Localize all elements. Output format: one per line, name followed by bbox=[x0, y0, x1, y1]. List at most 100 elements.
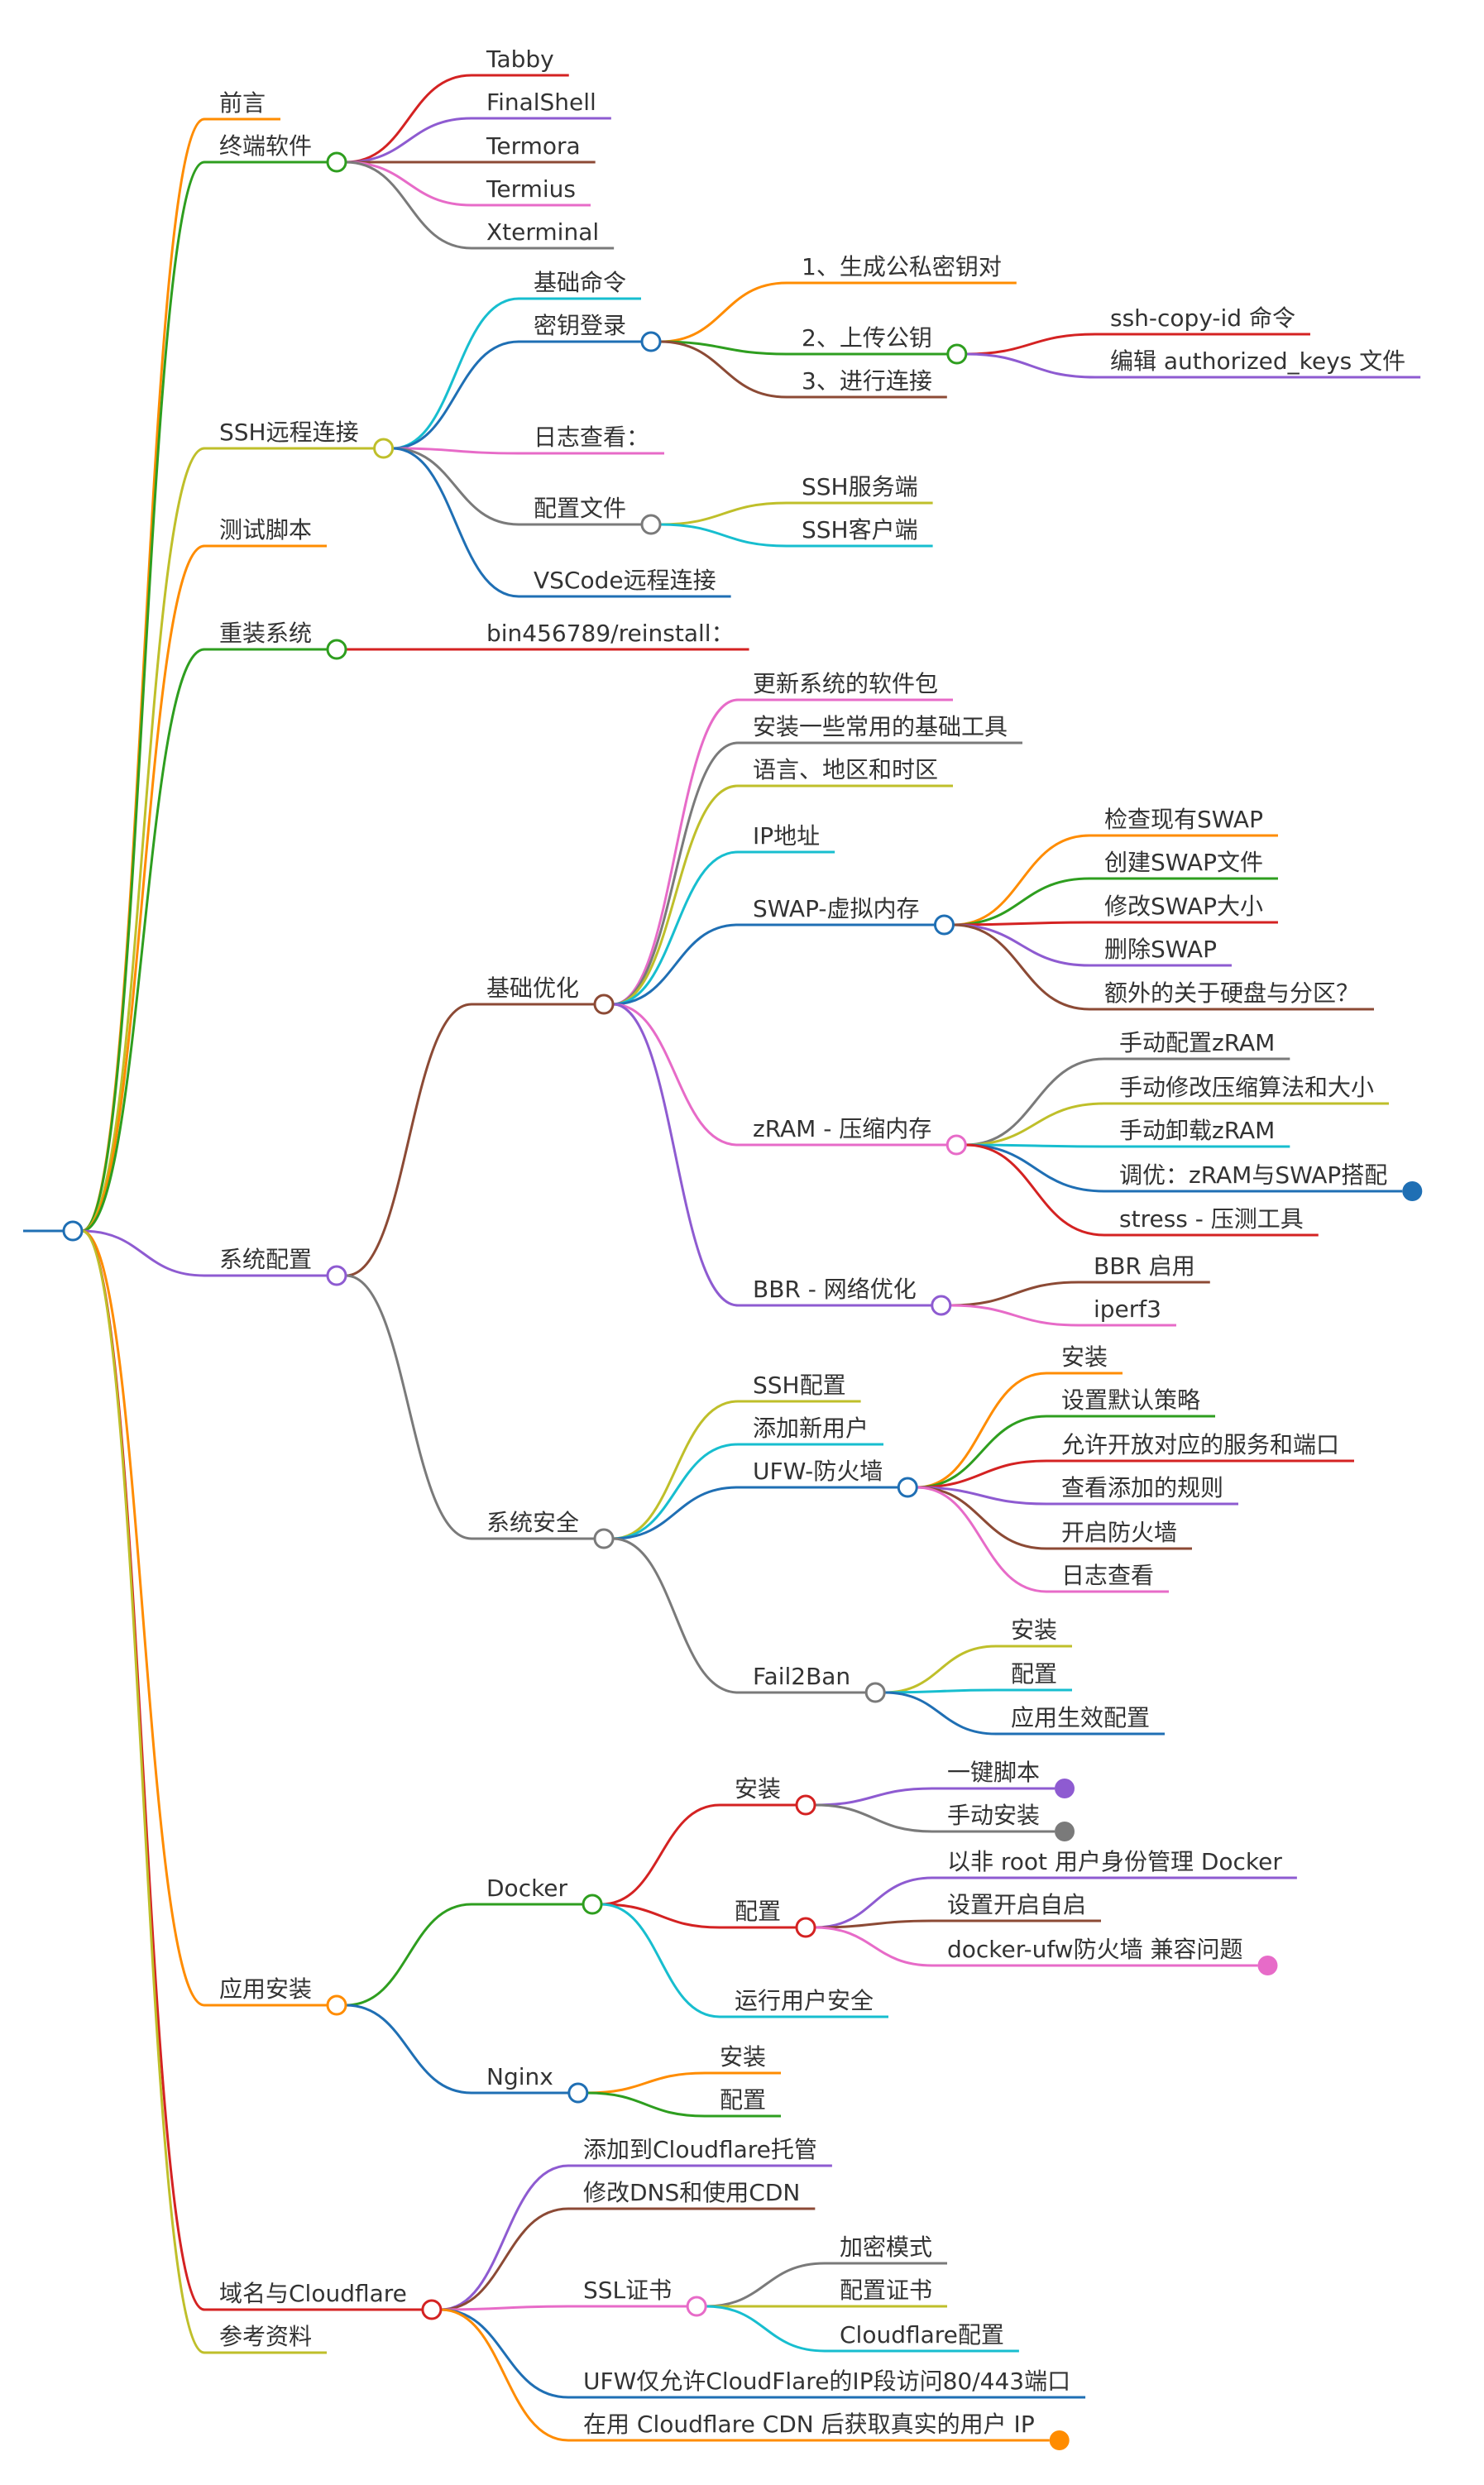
expand-toggle-bbr[interactable] bbox=[931, 1295, 952, 1316]
node-label-ssh[interactable]: SSH远程连接 bbox=[219, 419, 359, 446]
node-label-zram[interactable]: 手动配置zRAM bbox=[1119, 1029, 1275, 1056]
node-label-zram-swap[interactable]: 调优：zRAM与SWAP搭配 bbox=[1119, 1161, 1387, 1189]
node-label-node[interactable]: 手动安装 bbox=[947, 1802, 1040, 1829]
node-label-node[interactable]: 配置 bbox=[720, 2086, 766, 2114]
node-label-node[interactable]: 加密模式 bbox=[840, 2234, 932, 2261]
node-label-node[interactable]: 语言、地区和时区 bbox=[753, 756, 938, 783]
expand-toggle-swap[interactable] bbox=[933, 914, 955, 936]
node-label-node[interactable]: 安装 bbox=[1061, 1343, 1108, 1371]
expand-toggle-fail2ban[interactable] bbox=[864, 1682, 886, 1703]
node-label-dns-cdn[interactable]: 修改DNS和使用CDN bbox=[583, 2179, 800, 2206]
node-label-ufw-cloudflare-ip-80-443[interactable]: UFW仅允许CloudFlare的IP段访问80/443端口 bbox=[583, 2368, 1070, 2395]
node-label-node[interactable]: 重装系统 bbox=[219, 620, 312, 647]
node-label-swap[interactable]: 检查现有SWAP bbox=[1104, 806, 1263, 833]
node-label-node[interactable]: 额外的关于硬盘与分区？ bbox=[1104, 979, 1359, 1007]
node-label-node[interactable]: 配置 bbox=[735, 1898, 781, 1925]
node-label-node[interactable]: 密钥登录 bbox=[534, 312, 626, 339]
node-label-swap[interactable]: 创建SWAP文件 bbox=[1104, 849, 1263, 876]
node-label-node[interactable]: 应用生效配置 bbox=[1011, 1704, 1150, 1731]
node-label-authorized-keys[interactable]: 编辑 authorized_keys 文件 bbox=[1110, 347, 1405, 375]
node-label-bbr[interactable]: BBR 启用 bbox=[1094, 1252, 1195, 1280]
node-label-node[interactable]: 安装 bbox=[735, 1775, 781, 1803]
node-label-node[interactable]: 基础优化 bbox=[486, 974, 579, 1002]
node-label-iperf3[interactable]: iperf3 bbox=[1094, 1295, 1161, 1323]
node-label-node[interactable]: 基础命令 bbox=[534, 269, 626, 296]
node-label-node[interactable]: 应用安装 bbox=[219, 1975, 312, 2003]
expand-toggle-node[interactable] bbox=[640, 331, 662, 352]
node-label-node[interactable]: 手动修改压缩算法和大小 bbox=[1119, 1074, 1374, 1101]
node-label-finalshell[interactable]: FinalShell bbox=[486, 89, 596, 116]
node-label-ssh[interactable]: SSH配置 bbox=[753, 1372, 846, 1399]
node-label-zram[interactable]: zRAM - 压缩内存 bbox=[753, 1115, 931, 1142]
expand-toggle-node[interactable] bbox=[795, 1794, 816, 1816]
node-label-ip[interactable]: IP地址 bbox=[753, 822, 820, 850]
expand-toggle-node[interactable] bbox=[326, 639, 347, 660]
expand-toggle-ssh[interactable] bbox=[373, 438, 395, 459]
expand-toggle-ufw[interactable] bbox=[897, 1477, 918, 1498]
expand-toggle-node[interactable] bbox=[640, 514, 662, 535]
collapsed-node-dot[interactable] bbox=[1049, 2430, 1070, 2450]
node-label-xterminal[interactable]: Xterminal bbox=[486, 218, 599, 246]
node-label-bin456789-reinstall[interactable]: bin456789/reinstall： bbox=[486, 620, 735, 647]
node-label-cloudflare[interactable]: 域名与Cloudflare bbox=[219, 2280, 407, 2307]
expand-toggle-docker[interactable] bbox=[582, 1894, 603, 1915]
node-label-ssh-copy-id[interactable]: ssh-copy-id 命令 bbox=[1110, 304, 1295, 332]
expand-toggle-ssl[interactable] bbox=[686, 2296, 707, 2317]
node-label-ssh[interactable]: SSH服务端 bbox=[802, 473, 918, 500]
expand-toggle-node[interactable] bbox=[326, 151, 347, 173]
node-label-node[interactable]: 日志查看 bbox=[1061, 1562, 1154, 1589]
node-label-tabby[interactable]: Tabby bbox=[486, 45, 554, 73]
expand-toggle-nginx[interactable] bbox=[567, 2082, 589, 2104]
node-label-node[interactable]: 终端软件 bbox=[219, 132, 312, 160]
node-label-node[interactable]: 一键脚本 bbox=[947, 1759, 1040, 1786]
node-label-node[interactable]: 安装 bbox=[1011, 1616, 1057, 1644]
node-label-node[interactable]: 前言 bbox=[219, 89, 266, 117]
node-label-node[interactable]: 添加新用户 bbox=[753, 1415, 869, 1442]
node-label-node[interactable]: 日志查看： bbox=[534, 424, 649, 451]
node-label-bbr[interactable]: BBR - 网络优化 bbox=[753, 1276, 917, 1303]
node-label-cloudflare-cdn-ip[interactable]: 在用 Cloudflare CDN 后获取真实的用户 IP bbox=[583, 2411, 1035, 2438]
expand-toggle-node[interactable] bbox=[326, 1265, 347, 1286]
expand-toggle-cloudflare[interactable] bbox=[421, 2299, 443, 2320]
node-label-node[interactable]: 安装一些常用的基础工具 bbox=[753, 713, 1008, 740]
node-label-1[interactable]: 1、生成公私密钥对 bbox=[802, 253, 1002, 280]
collapsed-node-dot[interactable] bbox=[1402, 1181, 1423, 1201]
node-label-docker-ufw[interactable]: docker-ufw防火墙 兼容问题 bbox=[947, 1936, 1242, 1963]
node-label-node[interactable]: 允许开放对应的服务和端口 bbox=[1061, 1431, 1339, 1458]
node-label-zram[interactable]: 手动卸载zRAM bbox=[1119, 1117, 1275, 1144]
node-label-ssh[interactable]: SSH客户端 bbox=[802, 516, 918, 543]
node-label-node[interactable]: 系统安全 bbox=[486, 1509, 579, 1536]
node-label-ssl[interactable]: SSL证书 bbox=[583, 2277, 672, 2304]
node-label-node[interactable]: 设置开启自启 bbox=[947, 1891, 1086, 1918]
collapsed-node-dot[interactable] bbox=[1055, 1822, 1075, 1841]
collapsed-node-dot[interactable] bbox=[1055, 1779, 1075, 1798]
node-label-vscode[interactable]: VSCode远程连接 bbox=[534, 567, 716, 594]
collapsed-node-dot[interactable] bbox=[1257, 1956, 1278, 1975]
node-label-2[interactable]: 2、上传公钥 bbox=[802, 324, 932, 352]
node-label-3[interactable]: 3、进行连接 bbox=[802, 367, 932, 395]
node-label-termora[interactable]: Termora bbox=[486, 132, 581, 160]
node-label-swap[interactable]: 删除SWAP bbox=[1104, 936, 1217, 963]
node-label-swap[interactable]: 修改SWAP大小 bbox=[1104, 893, 1263, 920]
node-label-ufw[interactable]: UFW-防火墙 bbox=[753, 1458, 883, 1485]
node-label-node[interactable]: 设置默认策略 bbox=[1061, 1386, 1200, 1414]
node-label-stress[interactable]: stress - 压测工具 bbox=[1119, 1205, 1304, 1233]
node-label-nginx[interactable]: Nginx bbox=[486, 2063, 553, 2090]
node-label-swap[interactable]: SWAP-虚拟内存 bbox=[753, 895, 919, 922]
node-label-cloudflare[interactable]: 添加到Cloudflare托管 bbox=[583, 2136, 817, 2163]
node-label-node[interactable]: 测试脚本 bbox=[219, 516, 312, 543]
expand-toggle-node[interactable] bbox=[326, 1994, 347, 2016]
expand-toggle-2[interactable] bbox=[946, 343, 968, 365]
node-label-docker[interactable]: Docker bbox=[486, 1875, 568, 1902]
node-label-node[interactable]: 参考资料 bbox=[219, 2323, 312, 2350]
node-label-node[interactable]: 系统配置 bbox=[219, 1246, 312, 1273]
expand-toggle-zram[interactable] bbox=[945, 1134, 967, 1156]
node-label-cloudflare[interactable]: Cloudflare配置 bbox=[840, 2321, 1004, 2349]
node-label-node[interactable]: 安装 bbox=[720, 2043, 766, 2071]
root-node-circle[interactable] bbox=[62, 1220, 84, 1242]
expand-toggle-node[interactable] bbox=[795, 1917, 816, 1938]
node-label-root-docker[interactable]: 以非 root 用户身份管理 Docker bbox=[947, 1848, 1282, 1875]
node-label-node[interactable]: 配置文件 bbox=[534, 495, 626, 522]
node-label-termius[interactable]: Termius bbox=[486, 175, 576, 203]
node-label-node[interactable]: 更新系统的软件包 bbox=[753, 670, 938, 697]
